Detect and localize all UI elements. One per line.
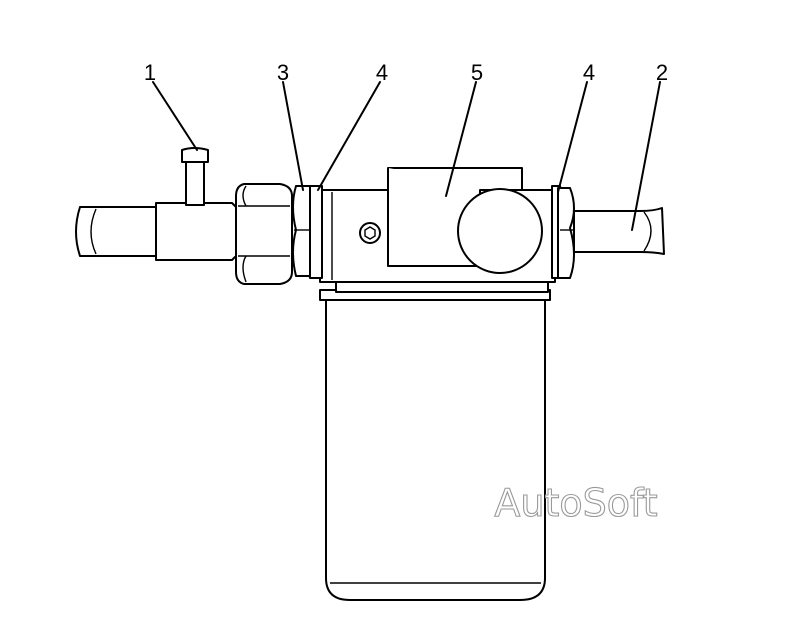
right-hex-nut — [557, 187, 575, 279]
callout-4-left: 4 — [376, 60, 388, 85]
callout-3: 3 — [277, 60, 289, 85]
inlet-hex-nut — [235, 183, 293, 285]
head-round-cap — [457, 188, 543, 274]
callout-2: 2 — [656, 60, 668, 85]
outlet-hose-fitting — [573, 207, 665, 255]
inlet-tee-fitting — [75, 147, 237, 261]
callout-labels: 1 3 4 5 4 2 — [144, 60, 668, 85]
filter-head — [319, 167, 556, 283]
callout-4-right: 4 — [583, 60, 595, 85]
callout-1: 1 — [144, 60, 156, 85]
filter-canister — [325, 295, 546, 601]
callout-5: 5 — [471, 60, 483, 85]
left-banjo-nut — [292, 185, 311, 277]
socket-plug-icon — [359, 222, 381, 244]
leader-lines — [152, 81, 661, 231]
watermark: AutoSoft — [494, 481, 657, 525]
